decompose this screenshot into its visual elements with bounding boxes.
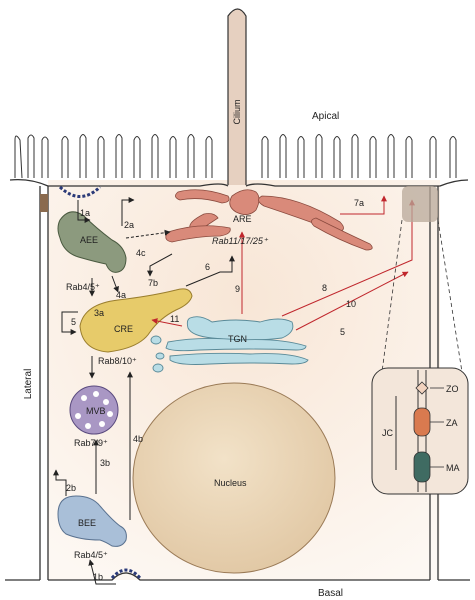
route-4a-label: 4a xyxy=(116,290,126,300)
tgn-label: TGN xyxy=(228,334,247,344)
mvb-rab-label: Rab7/9⁺ xyxy=(74,438,108,448)
bee-rab-label: Rab4/5⁺ xyxy=(74,550,108,560)
basal-label: Basal xyxy=(318,588,343,599)
bee-compartment xyxy=(57,495,127,547)
junctional-complex-inset xyxy=(371,367,469,495)
are-compartment xyxy=(165,189,373,251)
route-7b-label: 7b xyxy=(148,278,158,288)
mvb-compartment xyxy=(69,385,119,435)
junctional-complex-highlight xyxy=(402,186,438,222)
basal-clathrin-pit xyxy=(110,568,142,580)
zo-label: ZO xyxy=(446,384,459,394)
aee-compartment xyxy=(57,211,127,273)
route-9-label: 9 xyxy=(235,284,240,294)
cilium-label: Cilium xyxy=(232,99,242,124)
mvb-label: MVB xyxy=(86,406,106,416)
are-rab-label: Rab11/17/25⁺ xyxy=(212,236,269,246)
apical-membrane xyxy=(9,178,469,187)
route-5-right-label: 5 xyxy=(340,327,345,337)
route-6-label: 6 xyxy=(205,262,210,272)
bee-label: BEE xyxy=(78,518,96,528)
tgn-compartment xyxy=(150,316,309,373)
route-8-label: 8 xyxy=(322,283,327,293)
zoom-line-left xyxy=(381,219,403,373)
junction-left xyxy=(40,194,48,212)
za-label: ZA xyxy=(446,418,458,428)
route-1a-label: 1a xyxy=(80,208,90,218)
endocytic-arrows xyxy=(53,197,235,585)
route-3b-label: 3b xyxy=(100,458,110,468)
route-2a-label: 2a xyxy=(124,220,134,230)
route-4b-label: 4b xyxy=(133,434,143,444)
zoom-line-right xyxy=(437,219,463,373)
route-1b-label: 1b xyxy=(93,572,103,582)
cilium xyxy=(227,8,247,185)
cre-rab-label: Rab8/10⁺ xyxy=(98,356,137,366)
nucleus-label: Nucleus xyxy=(214,478,247,488)
basal-membrane xyxy=(5,572,470,581)
apical-label: Apical xyxy=(312,111,339,122)
route-7a-label: 7a xyxy=(354,198,364,208)
cre-label: CRE xyxy=(114,324,133,334)
aee-rab-label: Rab4/5⁺ xyxy=(66,282,100,292)
apical-microvilli xyxy=(14,134,457,179)
lateral-label: Lateral xyxy=(23,369,34,400)
route-3a-label: 3a xyxy=(94,308,104,318)
route-10-label: 10 xyxy=(346,299,356,309)
route-5-left-label: 5 xyxy=(71,317,76,327)
nucleus xyxy=(132,382,336,574)
route-4c-label: 4c xyxy=(136,248,146,258)
aee-label: AEE xyxy=(80,235,98,245)
route-11-label: 11 xyxy=(170,314,179,324)
are-label: ARE xyxy=(233,214,252,224)
apical-clathrin-pit xyxy=(58,185,102,198)
ma-label: MA xyxy=(446,463,460,473)
jc-label: JC xyxy=(382,428,394,438)
cre-compartment xyxy=(79,288,193,353)
route-2b-label: 2b xyxy=(66,483,76,493)
